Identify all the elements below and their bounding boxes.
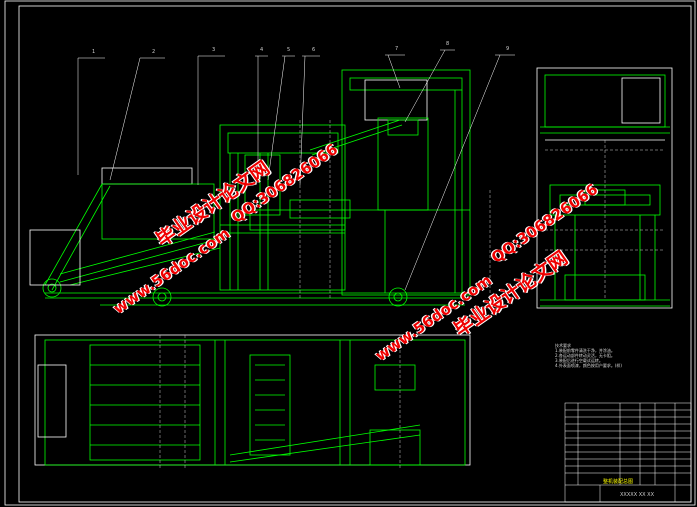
callout-1: 1 [92,49,96,55]
callout-6: 6 [312,47,316,53]
callout-8: 8 [446,41,450,47]
side-view [536,67,673,309]
note-line: 2.各运动部件转动灵活，无卡阻。 [555,353,615,358]
title-block [564,402,692,503]
inner-frame [18,5,692,503]
note-line: 3.装配后进行空载试运转。 [555,358,603,363]
notes-block: 技术要求 1.装配前零件清洗干净，并涂油。 2.各运动部件转动灵活，无卡阻。 3… [555,343,622,368]
front-view [29,49,515,307]
notes-title: 技术要求 [555,343,571,348]
callout-5: 5 [287,47,291,53]
callout-3: 3 [212,47,216,53]
drawing-title: 整机装配总图 [603,479,634,485]
callout-7: 7 [395,46,399,52]
note-line: 4.外表面喷漆，颜色按用户要求。(样) [555,363,622,368]
drawing-subtitle: XXXXX XX XX [620,492,655,498]
callout-4: 4 [260,47,264,53]
outer-frame [4,0,696,506]
callout-9: 9 [506,46,510,52]
callout-2: 2 [152,49,156,55]
plan-view [34,334,471,470]
note-line: 1.装配前零件清洗干净，并涂油。 [555,348,615,353]
